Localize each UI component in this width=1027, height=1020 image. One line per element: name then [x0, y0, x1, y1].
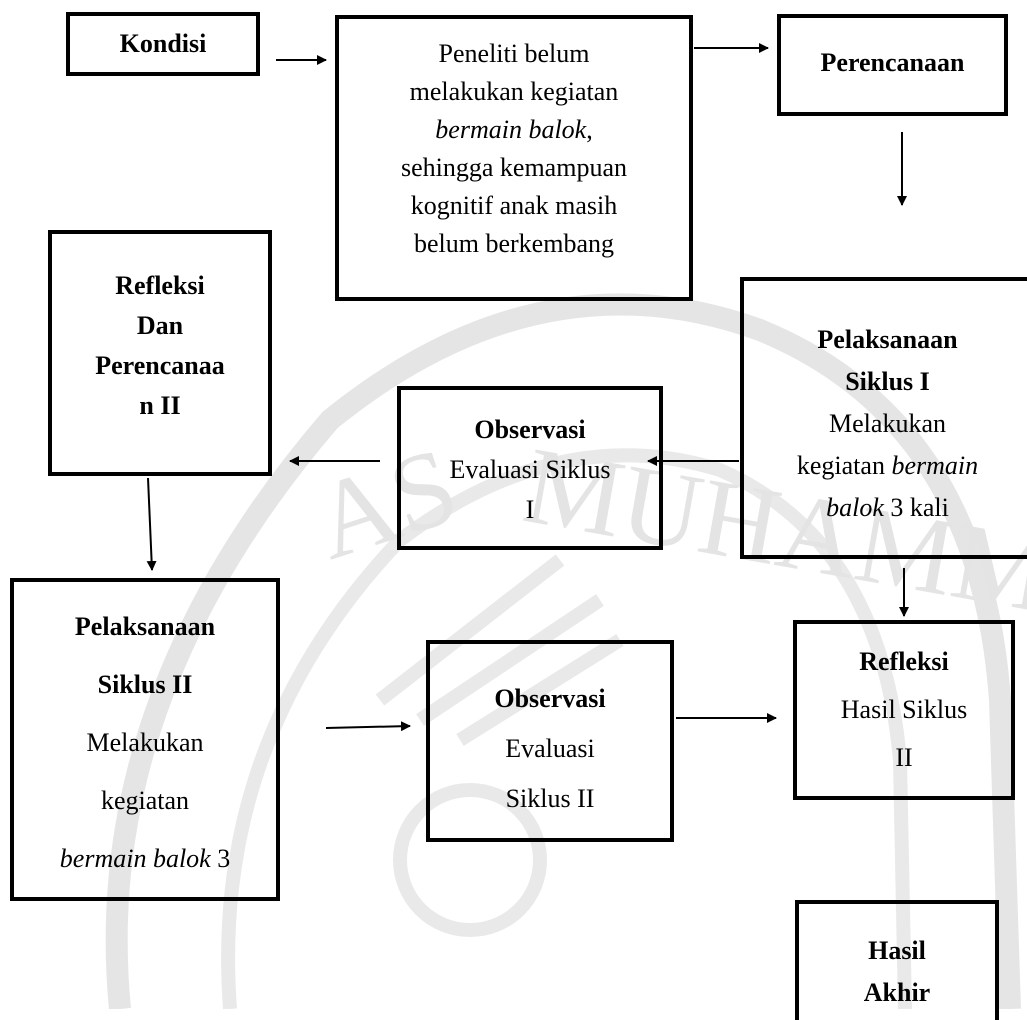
kondisi-desc-line-5: kognitif anak masih: [410, 191, 618, 220]
box-pelaksanaan-1: Pelaksanaan Siklus I Melakukan kegiatan …: [740, 277, 1027, 559]
pelaksanaan-1-line-2b: bermain: [891, 451, 979, 480]
pelaksanaan-1-line-3b: 3 kali: [883, 493, 949, 522]
pelaksanaan-2-title-2: Siklus II: [97, 670, 193, 699]
pelaksanaan-1-title-2: Siklus I: [845, 367, 930, 396]
box-kondisi: Kondisi: [66, 12, 260, 76]
box-observasi-1: Observasi Evaluasi Siklus I: [397, 386, 663, 550]
observasi-1-line-1: Evaluasi Siklus: [449, 455, 611, 484]
kondisi-desc-line-4: sehingga kemampuan: [401, 153, 627, 182]
observasi-2-title: Observasi: [494, 684, 606, 713]
pelaksanaan-1-title-1: Pelaksanaan: [817, 325, 958, 354]
observasi-1-line-2: I: [525, 495, 535, 524]
refleksi-2-title: Refleksi: [859, 647, 949, 676]
kondisi-desc-line-6: belum berkembang: [414, 229, 614, 258]
refleksi-2-line-1: Hasil Siklus: [840, 695, 968, 724]
kondisi-desc-line-3: bermain balok,: [339, 111, 689, 149]
pelaksanaan-2-line-2: kegiatan: [100, 786, 190, 815]
pelaksanaan-2-line-1: Melakukan: [86, 728, 204, 757]
kondisi-desc-italic: bermain balok: [435, 115, 587, 144]
pelaksanaan-2-line-3a: bermain balok: [59, 844, 211, 873]
box-kondisi-desc: Peneliti belum melakukan kegiatan bermai…: [335, 15, 693, 301]
box-refleksi-2: Refleksi Hasil Siklus II: [793, 620, 1015, 800]
refleksi-perencanaan-line-1: Refleksi: [115, 271, 205, 300]
kondisi-desc-line-1: Peneliti belum: [438, 39, 590, 68]
hasil-akhir-line-2: Akhir: [863, 978, 931, 1007]
kondisi-desc-comma: ,: [586, 115, 593, 144]
hasil-akhir-line-1: Hasil: [868, 936, 926, 965]
kondisi-title: Kondisi: [119, 29, 207, 58]
box-pelaksanaan-2: Pelaksanaan Siklus II Melakukan kegiatan…: [10, 578, 280, 901]
refleksi-perencanaan-line-2: Dan: [136, 311, 184, 340]
box-refleksi-perencanaan-2: Refleksi Dan Perencanaa n II: [48, 230, 272, 476]
arrow-refleksi-to-pelaksanaan-2: [146, 477, 157, 571]
refleksi-2-line-2: II: [895, 743, 913, 772]
pelaksanaan-1-line-3a: balok: [826, 493, 884, 522]
pelaksanaan-1-line-3: balok 3 kali: [744, 487, 1027, 529]
pelaksanaan-1-line-2: kegiatan bermain: [744, 445, 1027, 487]
pelaksanaan-2-title-1: Pelaksanaan: [74, 612, 216, 641]
pelaksanaan-2-line-3: bermain balok 3: [14, 830, 276, 888]
box-observasi-2: Observasi Evaluasi Siklus II: [426, 640, 674, 842]
arrow-pelaksanaan-2-to-observasi-2: [325, 721, 411, 732]
pelaksanaan-1-line-2a: kegiatan: [796, 451, 892, 480]
refleksi-perencanaan-line-3: Perencanaa: [95, 351, 225, 380]
refleksi-perencanaan-line-4: n II: [139, 391, 181, 420]
pelaksanaan-1-line-1: Melakukan: [829, 409, 946, 438]
pelaksanaan-2-line-3b: 3: [210, 844, 231, 873]
box-perencanaan: Perencanaan: [777, 14, 1008, 116]
observasi-2-line-2: Siklus II: [505, 784, 595, 813]
observasi-1-title: Observasi: [474, 415, 586, 444]
kondisi-desc-line-2: melakukan kegiatan: [409, 77, 619, 106]
perencanaan-title: Perencanaan: [820, 48, 965, 77]
box-hasil-akhir: Hasil Akhir: [795, 900, 999, 1020]
observasi-2-line-1: Evaluasi: [505, 734, 595, 763]
